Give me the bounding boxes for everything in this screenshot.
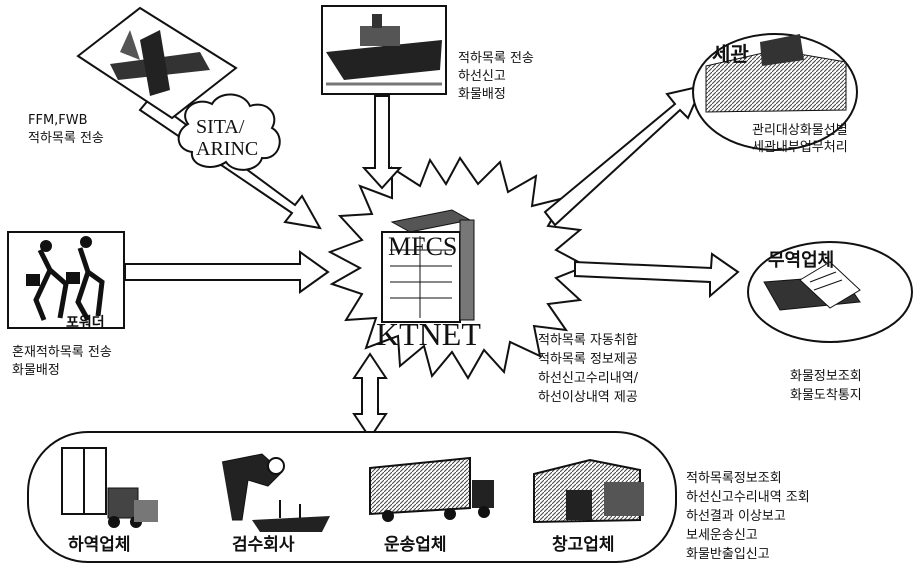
company-service-3: 하선결과 이상보고 [686, 509, 786, 524]
arrow-hub-companies [352, 352, 388, 440]
customs-title: 세관 [712, 42, 749, 66]
arrow-forwarder-to-hub [124, 250, 330, 294]
hub-bottom-label: KTNET [376, 316, 481, 352]
hub-top-label: MFCS [388, 232, 458, 261]
shipping-line-2: 하선신고 [458, 69, 506, 84]
hub-service-1: 적하목록 자동취합 [538, 333, 638, 348]
arrow-ship-to-hub [361, 95, 403, 190]
warehouse-icon [533, 458, 644, 524]
airline-line-1: FFM,FWB [28, 113, 88, 128]
forwarder-line-1: 혼재적하목록 전송 [12, 345, 112, 360]
customs-line-1: 관리대상화물선별 [752, 123, 848, 138]
inspector-icon [221, 453, 330, 532]
cloud-line-2: ARINC [196, 138, 259, 160]
company-service-4: 보세운송신고 [686, 528, 758, 543]
hub-service-3: 하선신고수리내역/ [538, 371, 639, 386]
hub-service-4: 하선이상내역 제공 [538, 390, 638, 405]
customs-building-icon [705, 34, 847, 113]
companies-container [27, 431, 677, 563]
network-cloud [177, 93, 281, 171]
trade-line-2: 화물도착통지 [790, 388, 862, 403]
customs-line-2: 세관내부업무처리 [752, 140, 848, 155]
company-label-0: 하역업체 [68, 535, 131, 555]
forwarder-title: 포워더 [66, 315, 105, 331]
forwarder-image [7, 231, 125, 329]
hub-service-2: 적하목록 정보제공 [538, 352, 638, 367]
ship-image [321, 5, 447, 95]
trade-title: 무역업체 [768, 250, 835, 271]
arrow-hub-to-customs [543, 84, 704, 227]
company-label-3: 창고업체 [552, 535, 615, 555]
company-service-2: 하선신고수리내역 조회 [686, 490, 810, 505]
company-label-1: 검수회사 [232, 535, 295, 555]
trade-line-1: 화물정보조회 [790, 369, 862, 384]
company-service-5: 화물반출입신고 [686, 547, 770, 562]
server-icon [381, 209, 475, 323]
company-service-1: 적하목록정보조회 [686, 471, 782, 486]
shipping-line-3: 화물배정 [458, 87, 506, 102]
forklift-icon [61, 447, 158, 528]
fax-machine-icon [763, 261, 861, 311]
cloud-line-1: SITA/ [196, 116, 245, 138]
company-label-2: 운송업체 [384, 535, 447, 555]
airline-line-2: 적하목록 전송 [28, 131, 104, 146]
shipping-line-1: 적하목록 전송 [458, 51, 534, 66]
arrow-hub-to-trade [574, 252, 740, 299]
airplane-image [76, 6, 238, 120]
forwarder-line-2: 화물배정 [12, 363, 60, 378]
truck-icon [369, 456, 494, 522]
